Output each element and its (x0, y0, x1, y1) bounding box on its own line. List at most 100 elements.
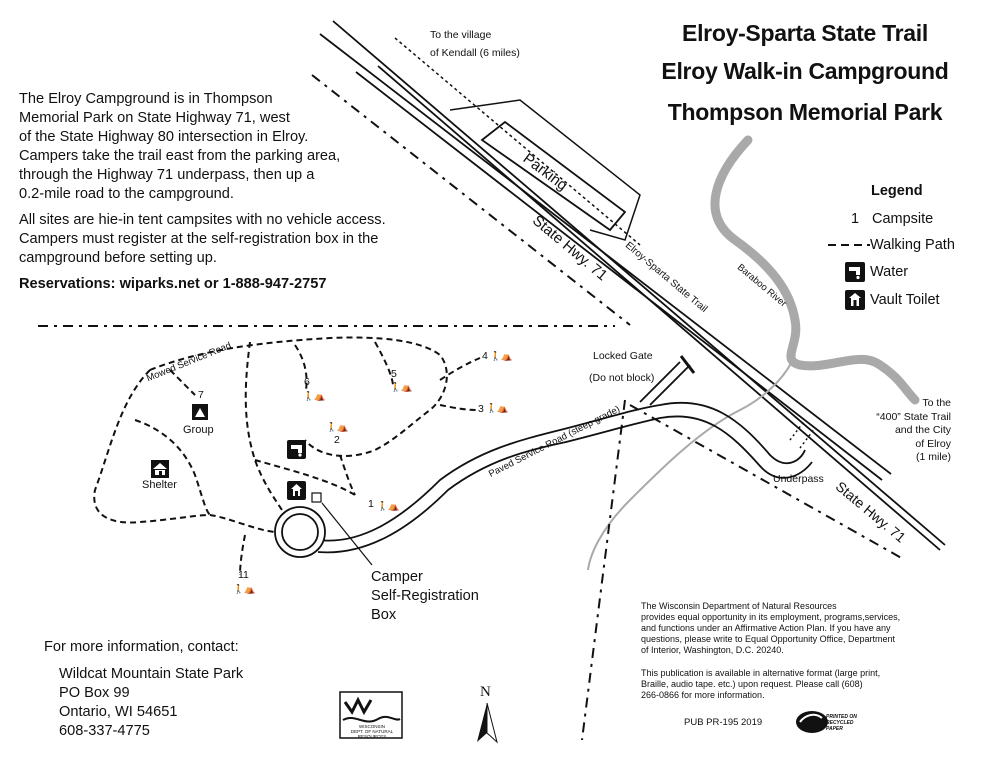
legend-label: Water (870, 264, 909, 280)
legend-water: Water (840, 261, 908, 283)
locked-gate-label: Locked Gate (593, 350, 653, 362)
campsite-1: 1 (368, 498, 374, 510)
dnr-logo-text: WISCONSIN DEPT. OF NATURAL RESOURCES (343, 724, 401, 739)
label-line: and the City (894, 424, 951, 436)
campsite-6: 6 (304, 376, 310, 388)
label-line: “400” State Trail (876, 410, 951, 423)
water-icon (287, 440, 306, 459)
map-title-line3: Thompson Memorial Park (667, 99, 943, 125)
reservations-info: Reservations: wiparks.net or 1-888-947-2… (19, 276, 327, 292)
svg-text:🚶⛺: 🚶⛺ (486, 402, 508, 413)
eeo-statement: The Wisconsin Department of Natural Reso… (641, 601, 941, 656)
shelter-label: Shelter (142, 479, 177, 491)
creek (587, 354, 796, 571)
svg-text:🚶⛺: 🚶⛺ (233, 583, 255, 594)
campsite-3: 3 (478, 403, 484, 415)
intro-paragraph-1: The Elroy Campground is in Thompson Memo… (19, 90, 439, 204)
legend-label: Campsite (872, 211, 934, 227)
intro-line: through the Highway 71 underpass, then u… (19, 167, 315, 183)
intro-line: Memorial Park on State Highway 71, west (19, 110, 290, 126)
campsite-5: 5 (391, 368, 397, 380)
elroy-sparta-trail (355, 65, 941, 551)
vault-toilet-icon (840, 290, 870, 310)
disclaimer-line: 266-0866 for more information. (641, 690, 765, 700)
logo-text: PAPER (826, 726, 843, 732)
campsite-7: 7 (198, 389, 204, 401)
label-line: Box (371, 607, 397, 623)
campsite-11: 11 (238, 569, 249, 581)
to-kendall-label: To the village of Kendall (6 miles) (430, 29, 520, 59)
north-arrow-icon (477, 702, 498, 744)
intro-line: The Elroy Campground is in Thompson (19, 91, 273, 107)
intro-line: All sites are hie-in tent campsites with… (19, 212, 386, 228)
intro-line: Campers must register at the self-regist… (19, 231, 379, 247)
locked-gate (679, 355, 696, 374)
label-line: of Elroy (915, 437, 951, 450)
locked-gate-note: (Do not block) (589, 372, 655, 384)
publication-number: PUB PR-195 2019 (684, 717, 763, 728)
logo-text: PRINTED ON (826, 714, 857, 720)
label-line: of Kendall (6 miles) (430, 47, 520, 59)
alt-format-statement: This publication is available in alterna… (641, 668, 941, 701)
legend-label: Walking Path (870, 237, 955, 253)
label-line: (1 mile) (915, 451, 951, 463)
legend-label: Vault Toilet (870, 292, 940, 308)
disclaimer-line: provides equal opportunity in its employ… (641, 612, 901, 622)
contact-heading: For more information, contact: (44, 639, 239, 655)
contact-address: Wildcat Mountain State Park PO Box 99 On… (59, 665, 243, 741)
north-label: N (480, 684, 491, 700)
campsite-symbols: 🚶⛺ 🚶⛺ 🚶⛺ 🚶⛺ 🚶⛺ 🚶⛺ 🚶⛺ (233, 350, 512, 594)
water-icon (840, 262, 870, 282)
state-highway-71 (319, 20, 946, 546)
intro-line: 0.2-mile road to the campground. (19, 186, 234, 202)
address-line: PO Box 99 (59, 685, 130, 701)
shelter-icon (151, 460, 169, 478)
disclaimer-line: questions, please write to Equal Opportu… (641, 634, 895, 644)
address-line: Wildcat Mountain State Park (59, 666, 244, 682)
campground-walking-loops (93, 336, 481, 576)
legend-campsite: 1 Campsite (840, 208, 933, 230)
legend-title: Legend (871, 183, 923, 199)
intro-line: of the State Highway 80 intersection in … (19, 129, 309, 145)
address-line: Ontario, WI 54651 (59, 704, 178, 720)
disclaimer-line: Braille, audio tape. etc.) upon request.… (641, 679, 863, 689)
logo-text: DEPT. OF NATURAL RESOURCES (350, 729, 394, 739)
label-line: Self-Registration (371, 588, 479, 604)
svg-text:🚶⛺: 🚶⛺ (326, 421, 348, 432)
intro-line: Campers take the trail east from the par… (19, 148, 341, 164)
campsite-number-symbol: 1 (850, 211, 860, 227)
self-registration-box (311, 492, 322, 503)
svg-text:🚶⛺: 🚶⛺ (390, 381, 412, 392)
paved-service-road (317, 361, 813, 554)
campsite-4: 4 (482, 350, 488, 362)
address-line: 608-337-4775 (59, 723, 150, 739)
label-line: To the village (430, 29, 492, 41)
walking-path-lines (38, 74, 906, 741)
svg-text:🚶⛺: 🚶⛺ (377, 500, 399, 511)
intro-paragraph-2: All sites are hie-in tent campsites with… (19, 211, 439, 268)
disclaimer-line: This publication is available in alterna… (641, 668, 881, 678)
svg-text:🚶⛺: 🚶⛺ (490, 350, 512, 361)
legend-walking-path: Walking Path (826, 234, 955, 256)
disclaimer-line: and functions under an Affirmative Actio… (641, 623, 891, 633)
recycled-paper-logo (796, 711, 828, 733)
legend-vault-toilet: Vault Toilet (840, 289, 940, 311)
intro-line: campground before setting up. (19, 250, 217, 266)
label-line: To the (922, 397, 951, 409)
underpass-label: Underpass (773, 473, 824, 485)
camper-box-label: Camper Self-Registration Box (371, 568, 479, 625)
map-title-line2: Elroy Walk-in Campground (661, 58, 949, 84)
group-label: Group (183, 424, 214, 436)
vault-toilet-icon (287, 481, 306, 500)
to-elroy-label: To the “400” State Trail and the City of… (855, 397, 951, 465)
baraboo-river (710, 135, 920, 405)
recycled-paper-text: PRINTED ON RECYCLED PAPER (826, 714, 857, 732)
label-line: Camper (371, 569, 423, 585)
svg-text:🚶⛺: 🚶⛺ (303, 390, 325, 401)
walking-path-symbol (828, 244, 870, 246)
dnr-logo (339, 691, 403, 739)
group-camp-icon (192, 404, 208, 420)
disclaimer-line: The Wisconsin Department of Natural Reso… (641, 601, 837, 611)
logo-text: RECYCLED (826, 720, 854, 726)
